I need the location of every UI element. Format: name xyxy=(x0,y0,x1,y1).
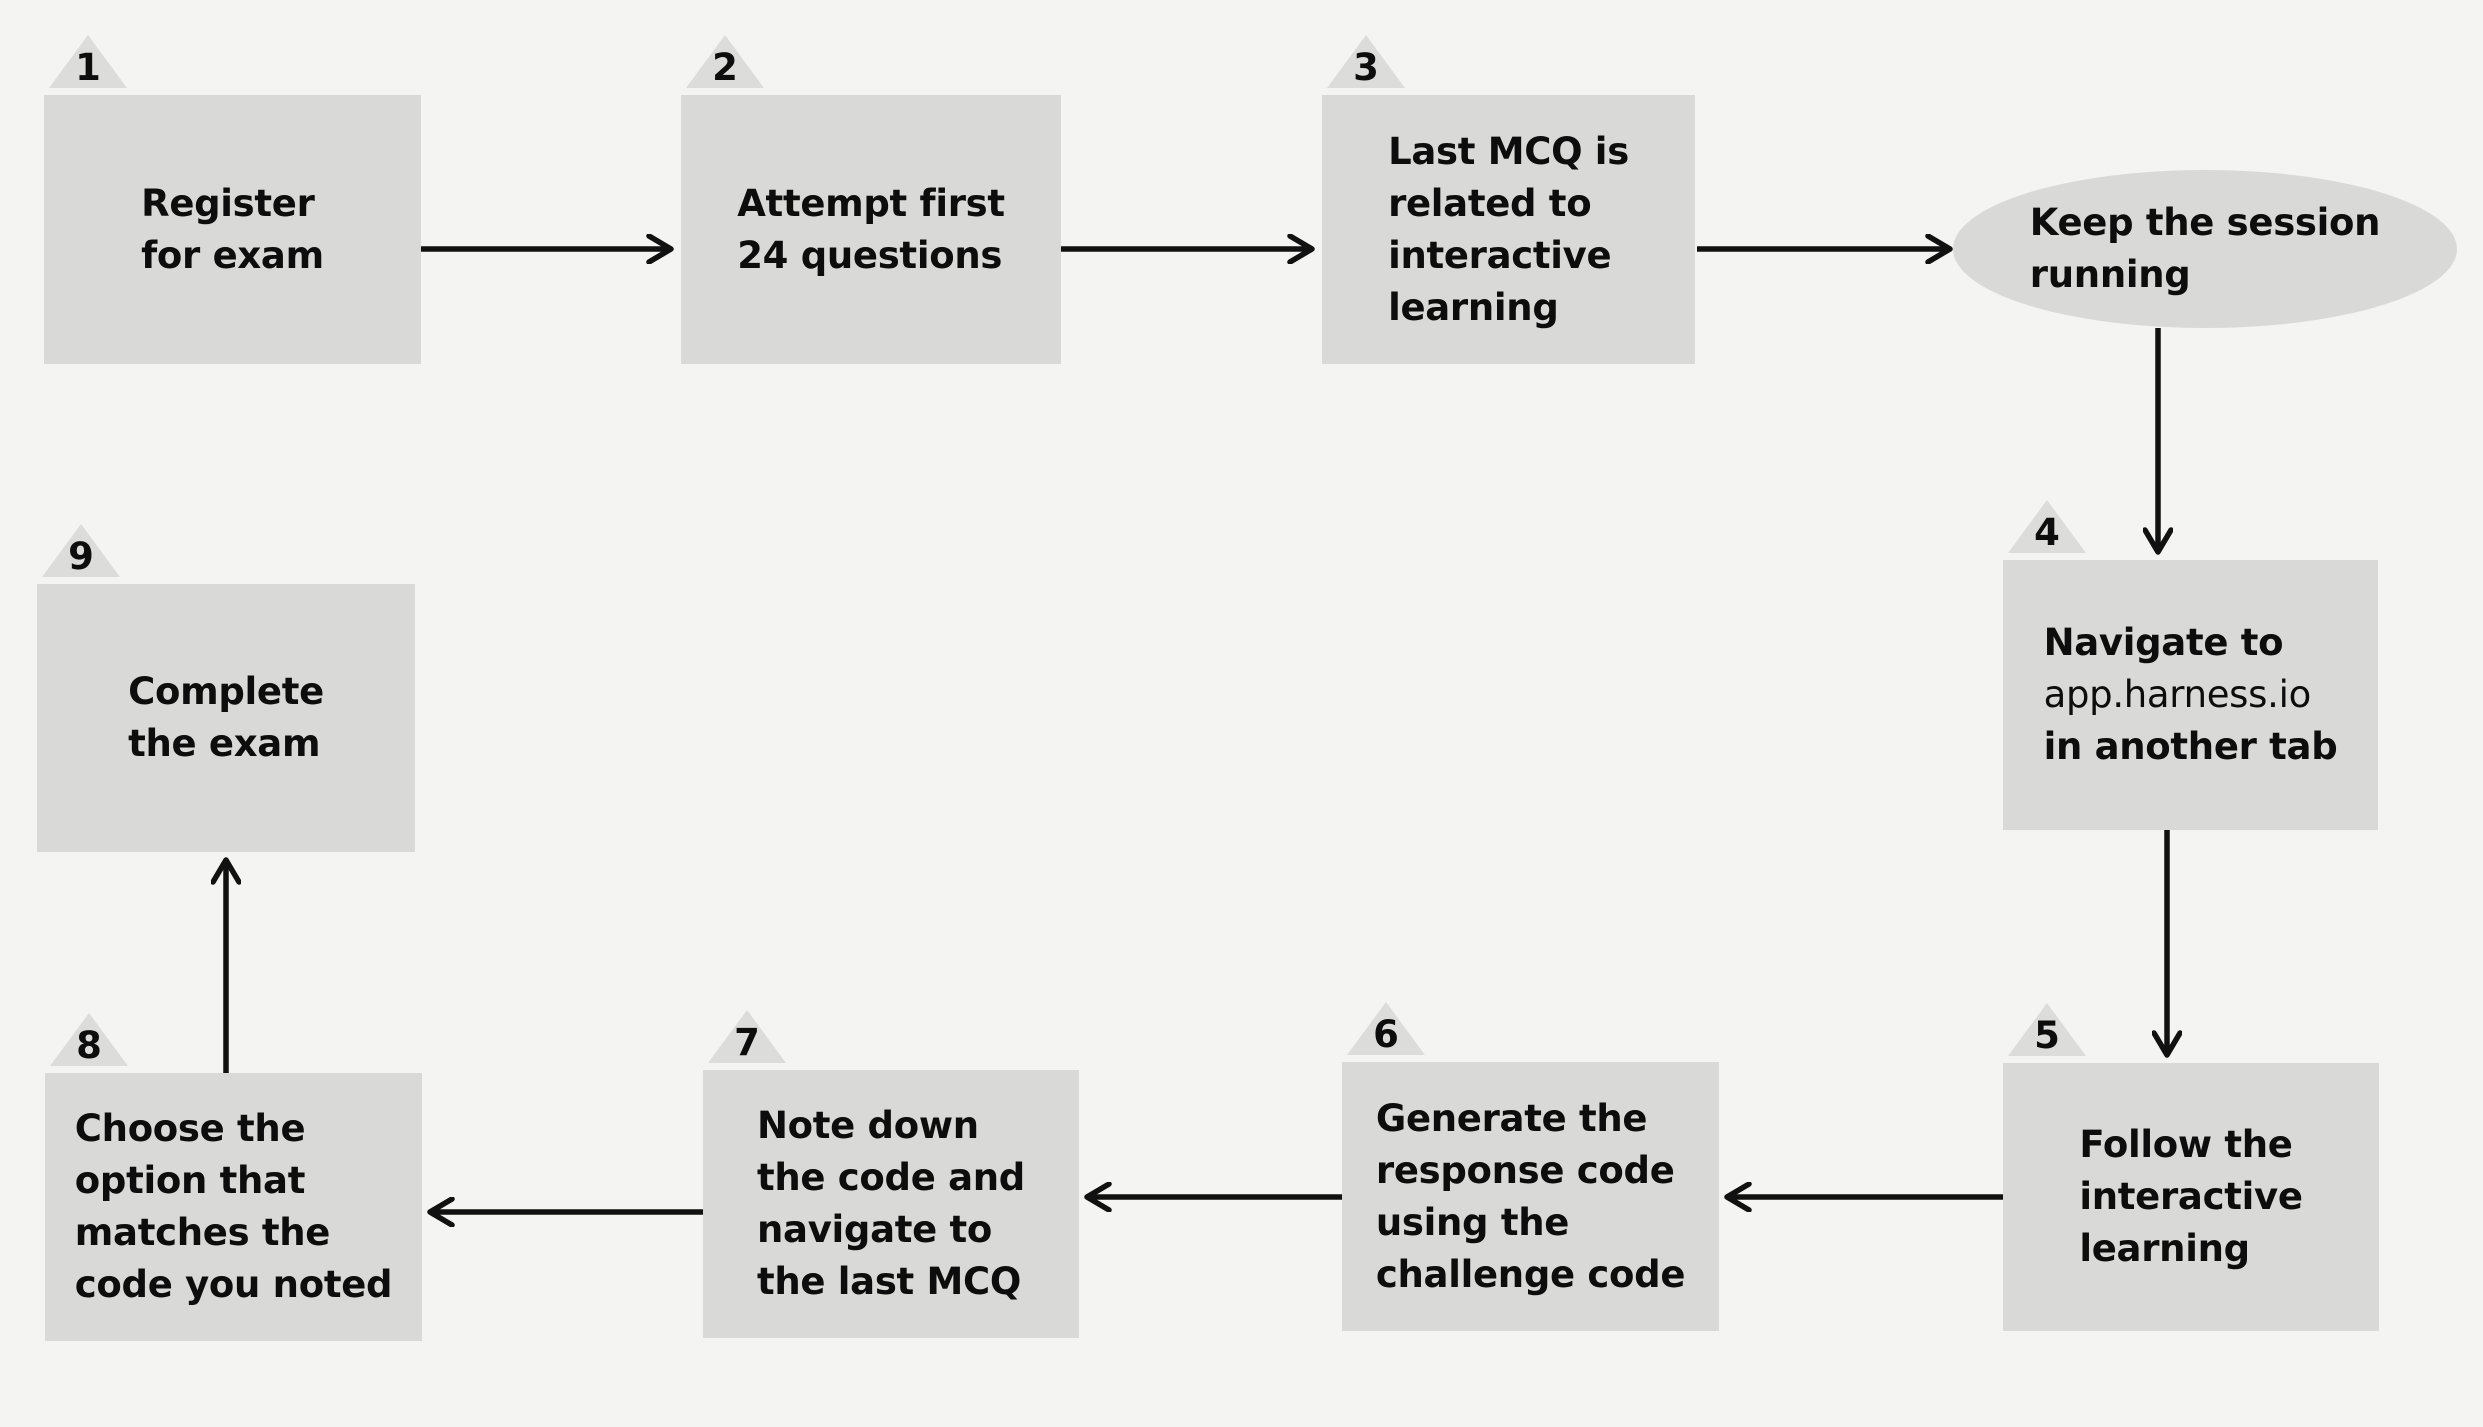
step-6-label-line: using the xyxy=(1375,1200,1570,1244)
step-1-label-line: for exam xyxy=(141,233,324,277)
step-1-badge-number: 1 xyxy=(75,46,101,89)
step-1-label: Register for exam xyxy=(141,178,324,282)
step-8-label: Choose the option that matches the code you… xyxy=(74,1103,393,1311)
step-8-label-line: Choose the xyxy=(74,1107,306,1150)
keep-session-running-label-line: running xyxy=(2029,253,2191,296)
step-7-badge-number: 7 xyxy=(734,1021,760,1064)
step-9-label-line: the exam xyxy=(128,722,321,765)
step-8-label-line: option that xyxy=(74,1159,306,1202)
step-4-label-line: app.harness.io xyxy=(2043,673,2312,716)
step-8-badge-number: 8 xyxy=(76,1024,102,1067)
keep-session-running-label-line: Keep the session xyxy=(2029,201,2381,244)
step-4-badge-number: 4 xyxy=(2034,511,2060,554)
step-9-label: Complete the exam xyxy=(128,666,324,770)
step-9-label-line: Complete xyxy=(128,670,324,713)
step-7-label-line: the code and xyxy=(756,1156,1025,1199)
step-5-label-line: interactive xyxy=(2079,1175,2303,1218)
keep-session-running-label: Keep the session running xyxy=(2029,197,2381,301)
step-4-label: Navigate to app.harness.io in another tab xyxy=(2044,617,2338,773)
step-2-badge-number: 2 xyxy=(712,46,738,89)
step-4-label-line: in another tab xyxy=(2043,725,2338,768)
step-7-label-line: Note down xyxy=(756,1104,979,1147)
keep-session-running: Keep the session running xyxy=(1953,170,2457,328)
step-1-label-line: Register xyxy=(141,181,315,225)
step-7-label: Note down the code and navigate to the last… xyxy=(757,1100,1025,1308)
step-2-label: Attempt first 24 questions xyxy=(737,178,1005,282)
step-7-label-line: navigate to xyxy=(756,1208,993,1251)
step-3-label-line: related to xyxy=(1388,181,1592,225)
step-5-label-line: learning xyxy=(2079,1227,2250,1270)
step-6-badge-number: 6 xyxy=(1373,1013,1399,1056)
step-8-label-line: matches the xyxy=(74,1211,331,1254)
step-3-label: Last MCQ is related to interactive learning xyxy=(1388,126,1629,334)
step-7-label-line: the last MCQ xyxy=(756,1260,1022,1303)
step-3-badge-number: 3 xyxy=(1353,46,1379,89)
step-6-label: Generate the response code using the challe… xyxy=(1375,1093,1686,1301)
step-5-badge-number: 5 xyxy=(2034,1014,2060,1057)
step-6-label-line: challenge code xyxy=(1375,1252,1686,1296)
step-3-label-line: learning xyxy=(1388,285,1559,329)
step-4-label-line: Navigate to xyxy=(2043,621,2284,664)
step-8-label-line: code you noted xyxy=(74,1263,393,1306)
step-2-label-line: 24 questions xyxy=(737,233,1003,277)
step-5-label-line: Follow the xyxy=(2079,1123,2293,1166)
step-3-label-line: interactive xyxy=(1388,233,1612,277)
step-6-label-line: Generate the xyxy=(1375,1096,1648,1140)
step-9-badge-number: 9 xyxy=(68,535,94,578)
step-3-label-line: Last MCQ is xyxy=(1388,129,1629,173)
step-5-label: Follow the interactive learning xyxy=(2079,1119,2303,1275)
step-6-label-line: response code xyxy=(1375,1148,1675,1192)
step-2-label-line: Attempt first xyxy=(737,181,1005,225)
